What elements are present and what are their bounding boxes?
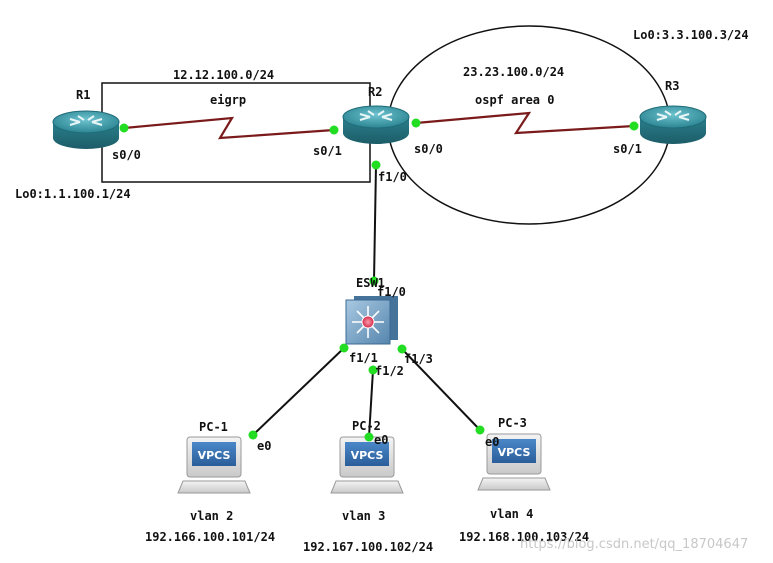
ethernet-link-esw1-pc2[interactable] bbox=[368, 369, 374, 438]
pc3-vlan-label: vlan 4 bbox=[490, 507, 533, 521]
port-dot-esw-f13 bbox=[397, 344, 407, 354]
router-r1[interactable] bbox=[52, 110, 120, 149]
r1-loopback-label: Lo0:1.1.100.1/24 bbox=[15, 187, 131, 201]
port-dot-r2-s01 bbox=[329, 125, 339, 135]
port-label-r2-s01: s0/1 bbox=[313, 144, 342, 158]
pc2-screen-label: VPCS bbox=[351, 449, 384, 462]
router-arrows-icon bbox=[69, 115, 103, 126]
serial-link-r1-r2[interactable] bbox=[123, 116, 335, 140]
pc2-vlan-label: vlan 3 bbox=[342, 509, 385, 523]
pc3-ip-label: 192.168.100.103/24 bbox=[459, 530, 589, 544]
port-label-pc2-e0: e0 bbox=[374, 433, 388, 447]
port-label-r1-s00: s0/0 bbox=[112, 148, 141, 162]
port-label-pc3-e0: e0 bbox=[485, 435, 499, 449]
pc-2[interactable]: VPCS bbox=[330, 436, 404, 494]
r1-name-label: R1 bbox=[76, 88, 90, 102]
eigrp-network-label: 12.12.100.0/24 bbox=[173, 68, 274, 82]
r3-loopback-label: Lo0:3.3.100.3/24 bbox=[633, 28, 749, 42]
esw1-name-label: ESW1 bbox=[356, 276, 385, 290]
pc2-ip-label: 192.167.100.102/24 bbox=[303, 540, 433, 554]
router-r3[interactable] bbox=[639, 105, 707, 144]
port-label-r2-s00: s0/0 bbox=[414, 142, 443, 156]
port-dot-pc1-e0 bbox=[248, 430, 258, 440]
pc3-screen-label: VPCS bbox=[498, 446, 531, 459]
port-label-r2-f10: f1/0 bbox=[378, 170, 407, 184]
pc1-screen-label: VPCS bbox=[198, 449, 231, 462]
port-dot-r2-s00 bbox=[411, 118, 421, 128]
port-dot-r3-s01 bbox=[629, 121, 639, 131]
port-label-esw-f11: f1/1 bbox=[349, 351, 378, 365]
port-label-esw-f10: f1/0 bbox=[377, 285, 406, 299]
port-dot-pc3-e0 bbox=[475, 425, 485, 435]
r3-name-label: R3 bbox=[665, 79, 679, 93]
ospf-protocol-label: ospf area 0 bbox=[475, 93, 554, 107]
pc-3[interactable]: VPCS bbox=[477, 433, 551, 491]
r2-name-label: R2 bbox=[368, 85, 382, 99]
ethernet-link-r2-esw1[interactable] bbox=[373, 164, 377, 282]
pc1-vlan-label: vlan 2 bbox=[190, 509, 233, 523]
router-arrows-icon bbox=[359, 110, 393, 121]
port-label-esw-f12: f1/2 bbox=[375, 364, 404, 378]
switch-esw1[interactable] bbox=[345, 296, 398, 345]
ospf-domain-ellipse bbox=[387, 25, 671, 225]
pc2-name-label: PC-2 bbox=[352, 419, 381, 433]
watermark-text: https://blog.csdn.net/qq_18704647 bbox=[520, 537, 748, 552]
port-dot-esw-f10 bbox=[369, 276, 379, 286]
eigrp-protocol-label: eigrp bbox=[210, 93, 246, 107]
pc1-name-label: PC-1 bbox=[199, 420, 228, 434]
ethernet-link-esw1-pc1[interactable] bbox=[252, 347, 345, 436]
port-label-pc1-e0: e0 bbox=[257, 439, 271, 453]
pc3-name-label: PC-3 bbox=[498, 416, 527, 430]
router-r2[interactable] bbox=[342, 105, 410, 144]
port-dot-r1-s00 bbox=[119, 123, 129, 133]
port-dot-pc2-e0 bbox=[364, 432, 374, 442]
port-dot-esw-f11 bbox=[339, 343, 349, 353]
port-label-esw-f13: f1/3 bbox=[404, 352, 433, 366]
port-label-r3-s01: s0/1 bbox=[613, 142, 642, 156]
router-arrows-icon bbox=[656, 110, 690, 121]
ospf-network-label: 23.23.100.0/24 bbox=[463, 65, 564, 79]
port-dot-r2-f10 bbox=[371, 160, 381, 170]
ethernet-link-esw1-pc3[interactable] bbox=[401, 348, 481, 431]
port-dot-esw-f12 bbox=[368, 365, 378, 375]
pc1-ip-label: 192.166.100.101/24 bbox=[145, 530, 275, 544]
pc-1[interactable]: VPCS bbox=[177, 436, 251, 494]
serial-link-r2-r3[interactable] bbox=[415, 111, 635, 135]
